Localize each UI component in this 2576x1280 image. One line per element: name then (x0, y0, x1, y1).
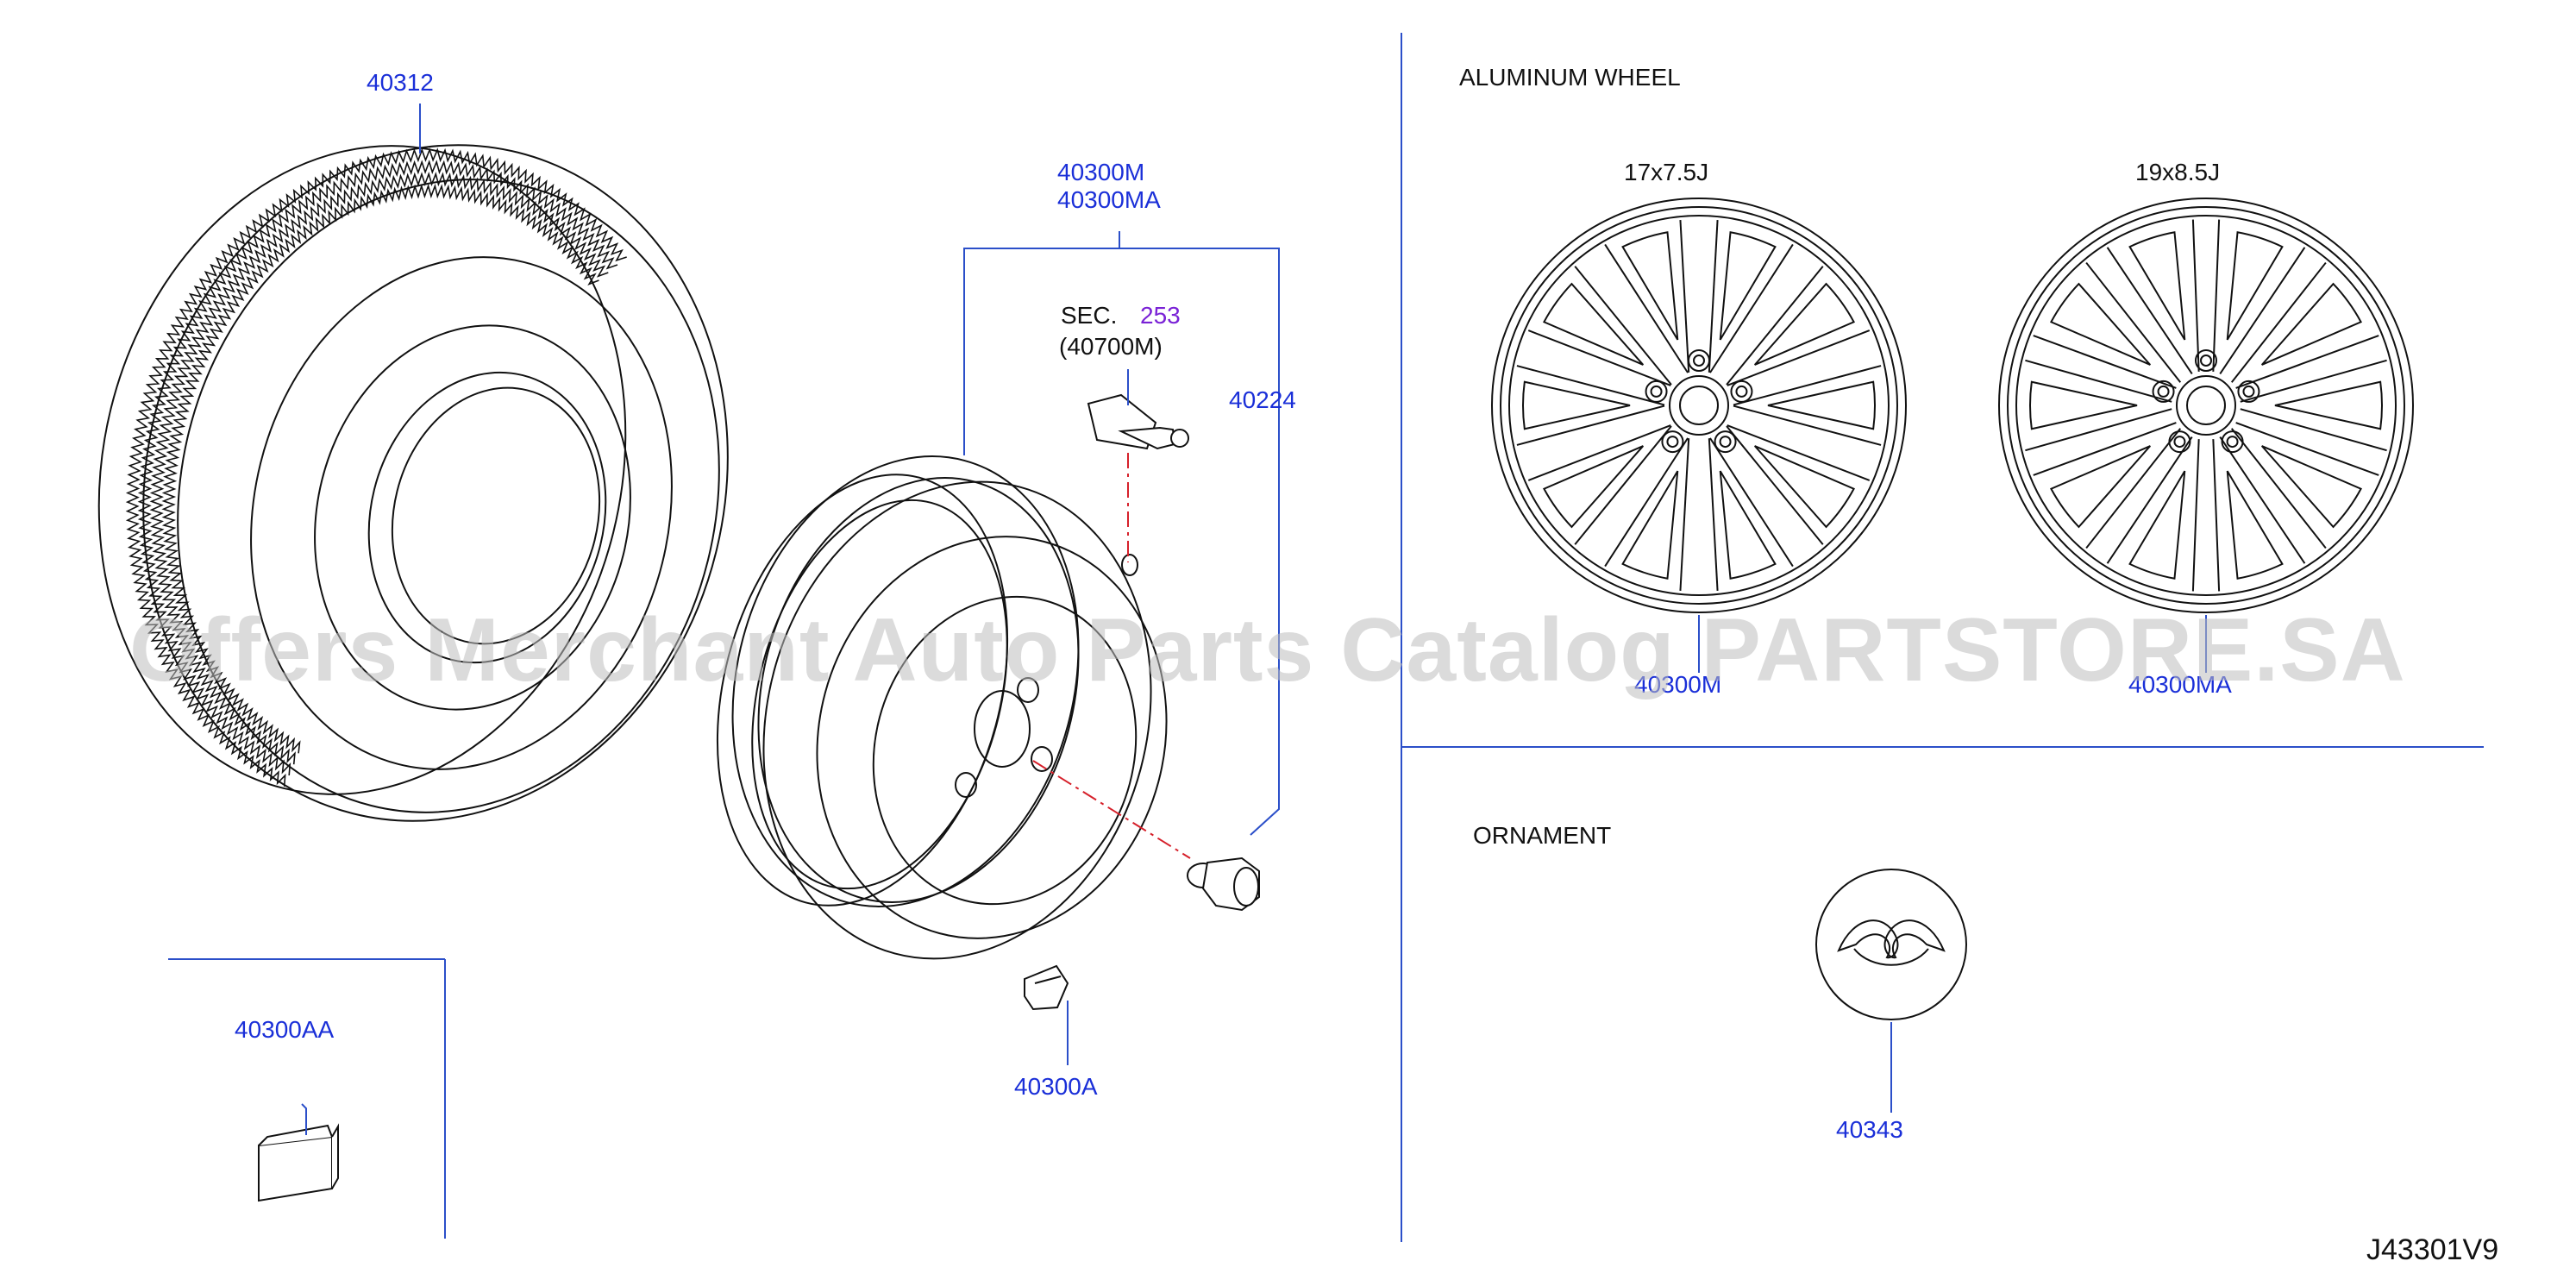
alloy-wheel-19-drawing (1998, 198, 2414, 613)
section-ref-prefix: SEC. (1061, 302, 1118, 329)
ornament-cap-drawing (1815, 869, 1967, 1020)
tire-drawing (97, 144, 729, 822)
part-number-ornament[interactable]: 40343 (1836, 1116, 1903, 1143)
part-number-alloy-17[interactable]: 40300M (1634, 671, 1722, 698)
part-number-wheel-ma[interactable]: 40300MA (1057, 186, 1161, 213)
part-number-wheel-m[interactable]: 40300M (1057, 159, 1145, 185)
assembly-dash-lines (1032, 453, 1191, 859)
section-ref-part: (40700M) (1059, 333, 1163, 360)
wheel-size-17: 17x7.5J (1624, 159, 1709, 185)
part-number-alloy-19[interactable]: 40300MA (2128, 671, 2232, 698)
section-title-ornament: ORNAMENT (1473, 822, 1612, 849)
leader-lines (301, 104, 2207, 1135)
balance-weight-clip-drawing (1024, 964, 1069, 1011)
valve-sensor-drawing (1087, 393, 1189, 450)
section-ref-link[interactable]: 253 (1140, 302, 1181, 329)
part-number-balance-weight[interactable]: 40300A (1014, 1073, 1098, 1100)
balance-weight-adhesive-drawing (258, 1123, 339, 1202)
part-number-balance-weight-aa[interactable]: 40300AA (235, 1016, 335, 1043)
part-number-tire[interactable]: 40312 (367, 69, 434, 96)
steel-wheel-drawing (716, 455, 1168, 960)
wheel-size-19: 19x8.5J (2135, 159, 2221, 185)
alloy-wheel-17-drawing (1491, 198, 1907, 613)
section-dividers (168, 33, 2484, 1242)
diagram-code: J43301V9 (2366, 1233, 2499, 1266)
section-title-aluminum-wheel: ALUMINUM WHEEL (1459, 64, 1681, 91)
watermark: Offers Merchant Auto Parts Catalog PARTS… (129, 600, 2406, 700)
part-number-nut[interactable]: 40224 (1229, 386, 1296, 413)
lug-nut-drawing (1187, 856, 1260, 912)
